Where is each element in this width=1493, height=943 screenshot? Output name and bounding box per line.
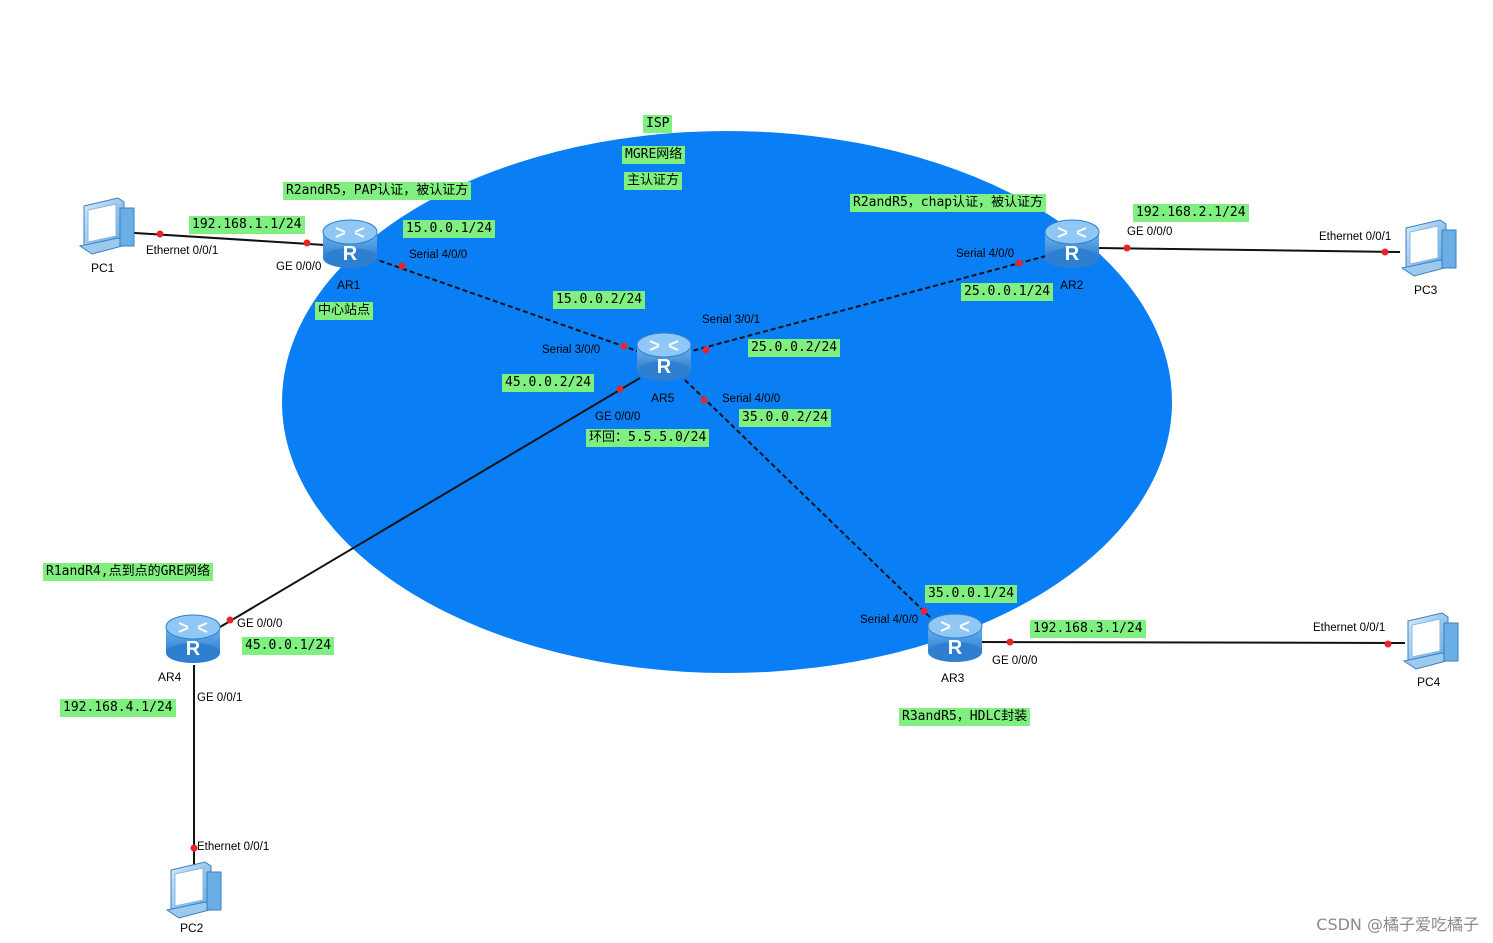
port-pc4-eth: Ethernet 0/0/1	[1313, 622, 1386, 634]
note-loopback: 环回：5.5.5.0/24	[586, 429, 710, 447]
link-pc1-ar1	[119, 231, 326, 246]
pc3-name: PC3	[1414, 283, 1438, 297]
links	[119, 231, 1406, 875]
ip-ar1-ge: 192.168.1.1/24	[189, 216, 305, 234]
ip-ar2-ge: 192.168.2.1/24	[1133, 204, 1249, 222]
isp-role-label: 主认证方	[624, 172, 683, 190]
port-ar5-ge: GE 0/0/0	[595, 411, 641, 423]
router-ar4-icon[interactable]	[165, 614, 221, 664]
ip-ar2-serial: 25.0.0.1/24	[961, 283, 1054, 301]
ip-ar5-serial40: 35.0.0.2/24	[739, 409, 832, 427]
ip-ar5-ge: 45.0.0.2/24	[502, 374, 595, 392]
ip-ar5-serial31: 25.0.0.2/24	[748, 339, 841, 357]
port-ar3-serial: Serial 4/0/0	[860, 614, 919, 626]
port-ar4-ge1: GE 0/0/1	[197, 692, 243, 704]
port-ar3-ge: GE 0/0/0	[992, 655, 1038, 667]
port-ar5-serial40: Serial 4/0/0	[722, 393, 781, 405]
port-pc1-eth: Ethernet 0/0/1	[146, 245, 219, 257]
link-ar2-pc3	[1097, 247, 1401, 253]
port-ar1-serial: Serial 4/0/0	[409, 249, 468, 261]
port-ar5-serial31: Serial 3/0/1	[702, 314, 761, 326]
router-ar5-icon[interactable]	[636, 332, 692, 382]
ip-ar3-serial: 35.0.0.1/24	[925, 585, 1018, 603]
router-ar3-icon[interactable]	[927, 613, 983, 663]
ip-ar1-serial: 15.0.0.1/24	[403, 220, 496, 238]
port-dots	[156, 230, 1392, 852]
router-ar2-icon[interactable]	[1044, 219, 1100, 269]
isp-cloud	[282, 131, 1172, 673]
pc3-icon[interactable]	[1401, 219, 1457, 277]
link-ar5-ar3	[684, 379, 936, 623]
link-ar3-pc4	[979, 641, 1406, 644]
pc1-name: PC1	[91, 261, 115, 275]
ar5-name: AR5	[651, 391, 675, 405]
port-ar2-serial: Serial 4/0/0	[956, 248, 1015, 260]
pc4-name: PC4	[1417, 675, 1441, 689]
ar4-name: AR4	[158, 670, 182, 684]
port-ar4-ge0: GE 0/0/0	[237, 618, 283, 630]
ar2-name: AR2	[1060, 278, 1084, 292]
port-pc2-eth: Ethernet 0/0/1	[197, 841, 270, 853]
link-ar5-ar4	[214, 377, 641, 631]
isp-net-label: MGRE网络	[622, 146, 686, 164]
ip-ar5-serial30: 15.0.0.2/24	[553, 291, 646, 309]
note-r2r5-chap: R2andR5，chap认证，被认证方	[850, 194, 1047, 212]
pc2-name: PC2	[180, 921, 204, 935]
ip-ar3-ge: 192.168.3.1/24	[1030, 620, 1146, 638]
pc4-icon[interactable]	[1403, 612, 1459, 670]
pc1-icon[interactable]	[79, 197, 135, 255]
port-ar1-ge: GE 0/0/0	[276, 261, 322, 273]
isp-title: ISP	[643, 115, 673, 133]
link-ar2-ar5	[687, 255, 1047, 353]
port-ar5-serial30: Serial 3/0/0	[542, 344, 601, 356]
watermark: CSDN @橘子爱吃橘子	[1316, 915, 1479, 934]
link-ar1-ar5	[371, 257, 641, 353]
note-r1r4-gre: R1andR4,点到点的GRE网络	[43, 563, 214, 581]
ip-ar4-ge1: 192.168.4.1/24	[60, 699, 176, 717]
port-ar2-ge: GE 0/0/0	[1127, 226, 1173, 238]
note-r2r5-pap: R2andR5，PAP认证，被认证方	[283, 182, 472, 200]
pc2-icon[interactable]	[166, 861, 222, 919]
ar3-name: AR3	[941, 671, 965, 685]
router-ar1-icon[interactable]	[322, 219, 378, 269]
ar1-role-label: 中心站点	[315, 302, 374, 320]
note-r3r5-hdlc: R3andR5，HDLC封装	[899, 708, 1031, 726]
ip-ar4-ge0: 45.0.0.1/24	[242, 637, 335, 655]
ar1-name: AR1	[337, 278, 361, 292]
port-pc3-eth: Ethernet 0/0/1	[1319, 231, 1392, 243]
